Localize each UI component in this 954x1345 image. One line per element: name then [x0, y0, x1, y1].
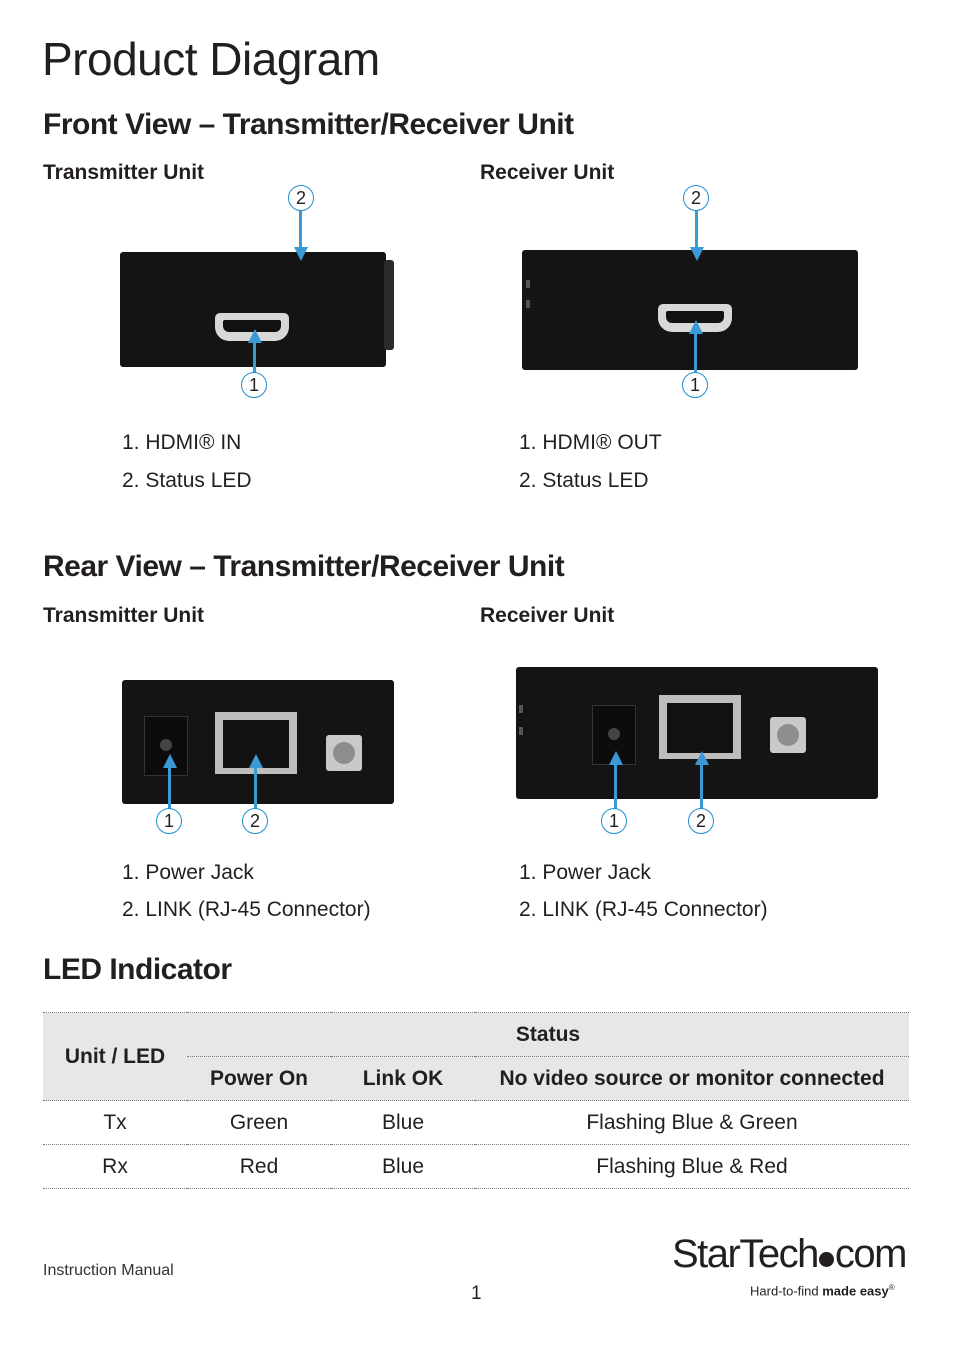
ground-screw [770, 717, 806, 753]
logo-text-suffix: com [834, 1232, 908, 1276]
list-item: 2. LINK (RJ-45 Connector) [122, 898, 371, 921]
table-cell: Tx [103, 1110, 127, 1134]
callout-1: 1 [601, 808, 627, 834]
unit-led-header: Unit / LED [64, 1044, 166, 1068]
table-row: Rx Red Blue Flashing Blue & Red [43, 1145, 909, 1189]
list-item: 1. Power Jack [122, 861, 254, 884]
callout-1: 1 [156, 808, 182, 834]
front-rx-label: Receiver Unit [480, 161, 615, 184]
status-header: Status [187, 1012, 909, 1057]
callout-2: 2 [683, 185, 709, 211]
table-cell: Blue [381, 1110, 425, 1134]
column-header: Power On [209, 1066, 309, 1090]
rear-rx-list: 1. Power Jack 2. LINK (RJ-45 Connector) [519, 860, 849, 930]
callout-1: 1 [682, 372, 708, 398]
callout-2: 2 [242, 808, 268, 834]
rear-view-heading: Rear View – Transmitter/Receiver Unit [43, 550, 565, 583]
callout-2: 2 [288, 185, 314, 211]
front-rx-list: 1. HDMI® OUT 2. Status LED [519, 430, 849, 500]
list-item: 2. Status LED [122, 469, 252, 492]
led-indicator-heading: LED Indicator [43, 953, 232, 986]
table-cell: Rx [102, 1154, 128, 1178]
footer-manual-label: Instruction Manual [43, 1262, 174, 1279]
ground-screw [326, 735, 362, 771]
list-item: 2. Status LED [519, 469, 649, 492]
logo-dot-icon [818, 1252, 834, 1267]
page-number: 1 [471, 1283, 482, 1304]
rear-transmitter-image: 1 2 [120, 678, 400, 843]
rear-rx-label: Receiver Unit [480, 604, 615, 627]
table-cell: Blue [381, 1154, 425, 1178]
page-title: Product Diagram [42, 33, 380, 85]
callout-2: 2 [688, 808, 714, 834]
column-header: No video source or monitor connected [499, 1066, 885, 1090]
logo-tagline: Hard-to-find made easy® [750, 1283, 895, 1298]
table-row: Tx Green Blue Flashing Blue & Green [43, 1101, 909, 1145]
table-cell: Flashing Blue & Red [596, 1154, 788, 1178]
list-item: 2. LINK (RJ-45 Connector) [519, 898, 768, 921]
power-jack [592, 705, 636, 765]
registered-mark: ® [888, 1283, 895, 1292]
tagline-bold: made easy [822, 1283, 889, 1299]
column-header: Link OK [362, 1066, 444, 1090]
rear-receiver-image: 1 2 [514, 665, 882, 843]
list-item: 1. Power Jack [519, 861, 651, 884]
table-cell: Green [229, 1110, 289, 1134]
front-view-heading: Front View – Transmitter/Receiver Unit [43, 108, 574, 141]
logo-text-main: StarTech [672, 1232, 819, 1276]
table-cell: Flashing Blue & Green [586, 1110, 798, 1134]
rj45-port [659, 695, 741, 759]
front-transmitter-image: 2 1 [118, 185, 408, 398]
list-item: 1. HDMI® IN [122, 431, 242, 454]
rear-tx-list: 1. Power Jack 2. LINK (RJ-45 Connector) [122, 860, 452, 930]
list-item: 1. HDMI® OUT [519, 431, 662, 454]
startech-logo: StarTech com [672, 1232, 908, 1277]
rear-tx-label: Transmitter Unit [43, 604, 205, 627]
front-receiver-image: 2 1 [518, 185, 863, 398]
tagline-plain: Hard-to-find [750, 1283, 823, 1299]
led-status-table: Unit / LED Status Power On Link OK No vi… [43, 1012, 909, 1189]
hdmi-port [215, 313, 289, 341]
callout-1: 1 [241, 372, 267, 398]
front-tx-list: 1. HDMI® IN 2. Status LED [122, 430, 452, 500]
front-tx-label: Transmitter Unit [43, 161, 205, 184]
table-cell: Red [239, 1154, 279, 1178]
